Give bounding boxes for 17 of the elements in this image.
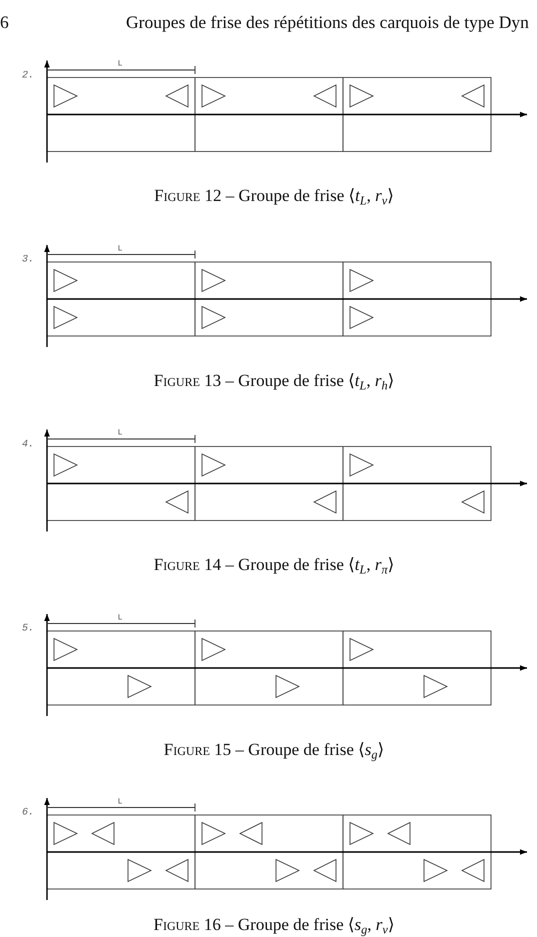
figure-number: 2. xyxy=(22,70,34,82)
dimension-label: L xyxy=(118,59,122,69)
dimension-label: L xyxy=(118,796,122,806)
figure-caption: Figure 12 – Groupe de frise ⟨t$_{L}$, r$_{v}$⟩ xyxy=(154,186,394,206)
figure-caption: Figure 14 – Groupe de frise ⟨t$_{L}$, r$_{π}$⟩ xyxy=(154,555,394,575)
running-header: Groupes de frise des répétitions des carquois de type Dyn xyxy=(126,12,529,32)
figure-caption: Figure 15 – Groupe de frise ⟨s$_{g}$⟩ xyxy=(164,740,384,760)
figure-number: 6. xyxy=(22,807,34,819)
dimension-label: L xyxy=(118,612,122,622)
figure-caption: Figure 16 – Groupe de frise ⟨s$_{g}$, r$_{v}$⟩ xyxy=(154,915,394,935)
dimension-label: L xyxy=(118,428,122,438)
figure-number: 4. xyxy=(22,438,34,450)
figure-number: 5. xyxy=(22,623,34,635)
figure-number: 3. xyxy=(22,254,34,266)
figure-caption: Figure 13 – Groupe de frise ⟨t$_{L}$, r$_{h}$⟩ xyxy=(154,370,394,390)
page-number: 6 xyxy=(0,12,9,32)
dimension-label: L xyxy=(118,244,122,254)
